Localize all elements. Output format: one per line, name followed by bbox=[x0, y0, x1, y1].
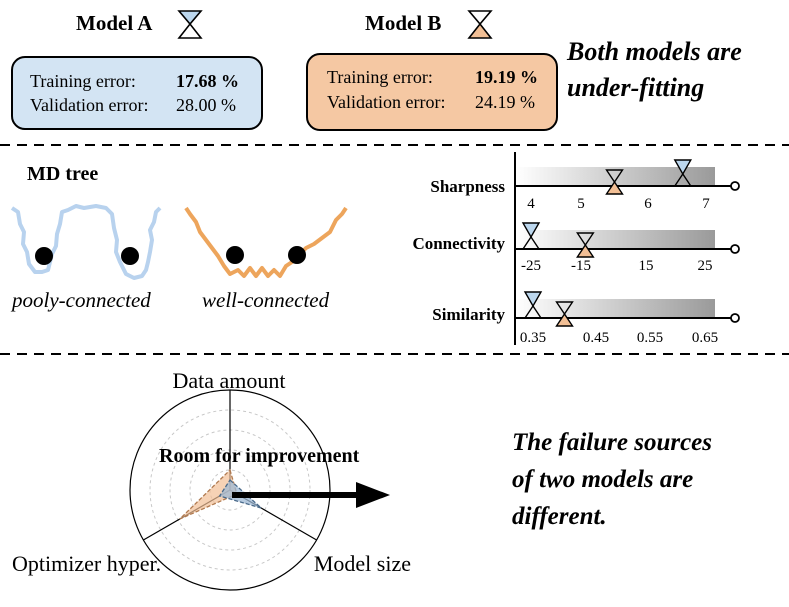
poor-minimum-dot-left bbox=[35, 247, 53, 265]
model-b-validation-value: 24.19 % bbox=[475, 92, 535, 112]
note-bottom-line2: of two models are bbox=[512, 466, 693, 493]
improvement-arrow-head-icon bbox=[356, 482, 390, 508]
model-a-training-value: 17.68 % bbox=[176, 71, 239, 91]
metric-axis-end bbox=[730, 181, 740, 191]
model-b-marker bbox=[605, 169, 624, 195]
metric-range-bar bbox=[516, 230, 715, 249]
metric-tick-label: 5 bbox=[577, 196, 585, 212]
model-a-marker bbox=[521, 222, 541, 250]
note-top-line1: Both models are bbox=[566, 37, 742, 66]
model-b-training-value: 19.19 % bbox=[475, 67, 538, 87]
metric-tick-label: -25 bbox=[521, 258, 541, 274]
model-b-validation-label: Validation error: bbox=[327, 92, 445, 112]
well-minimum-dot-right bbox=[288, 246, 306, 264]
radar-model-b-area bbox=[179, 468, 238, 520]
model-b-title: Model B bbox=[365, 11, 441, 35]
metric-label: Sharpness bbox=[430, 177, 505, 196]
note-bottom-line3: different. bbox=[512, 503, 607, 530]
model-a-training-label: Training error: bbox=[30, 71, 136, 91]
metric-tick-label: 15 bbox=[639, 258, 654, 274]
radar-axis-label-model-size: Model size bbox=[314, 551, 411, 576]
metric-label: Connectivity bbox=[412, 234, 505, 253]
note-top-line2: under-fitting bbox=[567, 73, 704, 102]
metric-row-connectivity: Connectivity -25 -15 15 25 bbox=[412, 222, 740, 274]
metric-tick-label: 7 bbox=[702, 196, 710, 212]
metric-axis-end bbox=[730, 313, 740, 323]
model-a-validation-value: 28.00 % bbox=[176, 95, 236, 115]
model-b-marker-icon bbox=[467, 10, 493, 39]
model-b-marker bbox=[576, 232, 595, 258]
metric-tick-label: 25 bbox=[698, 258, 713, 274]
poor-connection-curve bbox=[10, 204, 162, 280]
well-minimum-dot-left bbox=[226, 246, 244, 264]
model-a-marker-icon bbox=[177, 10, 203, 39]
metric-range-bar bbox=[516, 299, 715, 318]
metric-row-similarity: Similarity 0.35 0.45 0.55 0.65 bbox=[432, 291, 740, 346]
metric-tick-label: -15 bbox=[571, 258, 591, 274]
metric-tick-label: 0.45 bbox=[583, 330, 609, 346]
radar-overlay-label: Room for improvement bbox=[159, 445, 360, 467]
metric-row-sharpness: Sharpness 4 5 6 7 bbox=[430, 159, 740, 212]
md-tree-title: MD tree bbox=[27, 163, 98, 185]
model-a-validation-label: Validation error: bbox=[30, 95, 148, 115]
metric-tick-label: 4 bbox=[527, 196, 535, 212]
metric-range-bar bbox=[516, 167, 715, 186]
well-connection-label: well-connected bbox=[202, 288, 330, 312]
poor-minimum-dot-right bbox=[121, 247, 139, 265]
model-a-marker bbox=[673, 159, 693, 187]
radar-grid-ring bbox=[149, 409, 311, 571]
model-a-error-box: Training error: 17.68 % Validation error… bbox=[11, 56, 263, 130]
model-a-marker bbox=[523, 291, 543, 319]
metric-axis-end bbox=[730, 244, 740, 254]
metric-tick-label: 0.55 bbox=[637, 330, 663, 346]
radar-axis-label-optimizer: Optimizer hyper. bbox=[12, 551, 161, 576]
radar-axis-label-data-amount: Data amount bbox=[172, 368, 285, 393]
model-b-training-label: Training error: bbox=[327, 67, 433, 87]
metric-label: Similarity bbox=[432, 305, 505, 324]
metric-tick-label: 0.65 bbox=[692, 330, 718, 346]
well-connection-curve bbox=[184, 206, 348, 278]
note-bottom-line1: The failure sources bbox=[512, 429, 712, 456]
poor-connection-label: pooly-connected bbox=[10, 288, 151, 312]
model-b-error-box: Training error: 19.19 % Validation error… bbox=[306, 53, 558, 131]
metric-tick-label: 0.35 bbox=[520, 330, 546, 346]
model-b-marker bbox=[555, 301, 574, 327]
metric-tick-label: 6 bbox=[644, 196, 652, 212]
model-a-title: Model A bbox=[76, 11, 153, 35]
